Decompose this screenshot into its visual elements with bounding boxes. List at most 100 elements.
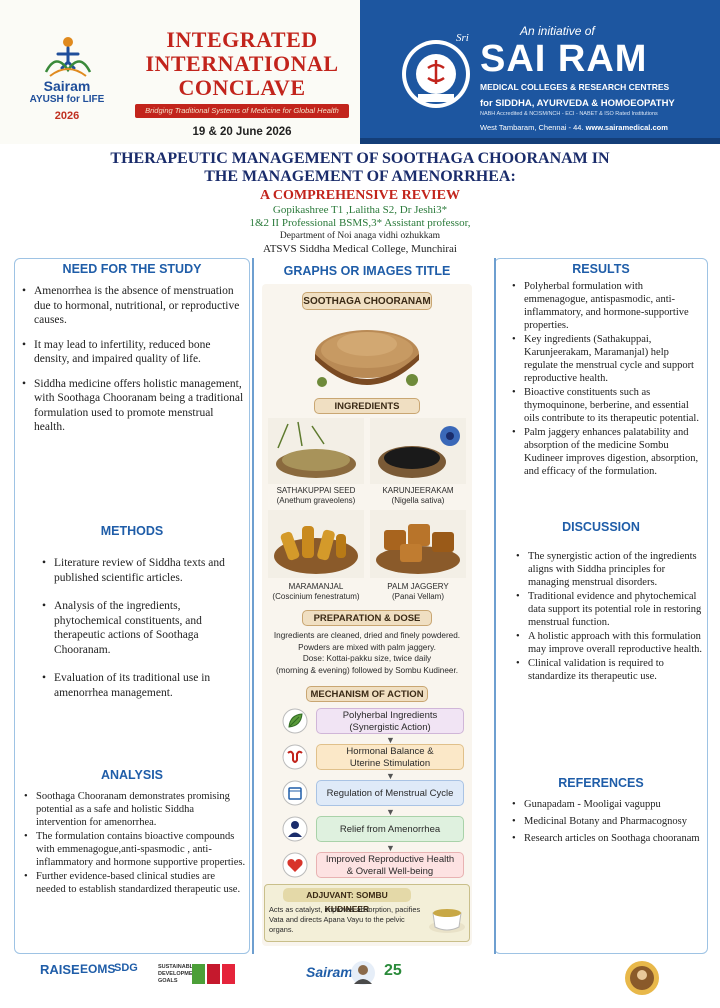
website-link[interactable]: www.sairamedical.com (585, 123, 668, 132)
adjuvant-box: ADJUVANT: SOMBU KUDINEER Acts as catalys… (264, 884, 470, 942)
discussion-item: Traditional evidence and phytochemical d… (516, 590, 704, 629)
right-divider (494, 258, 496, 954)
mechanism-step-label: Regulation of Menstrual Cycle (326, 788, 454, 799)
results-item: Palm jaggery enhances palatability and a… (512, 426, 704, 478)
arrow-down-icon: ▼ (386, 843, 395, 853)
methods-item: Evaluation of its traditional use in ame… (42, 671, 244, 700)
heart-icon (282, 852, 308, 878)
sathakuppai-seed-icon (268, 418, 364, 484)
institution-line1: MEDICAL COLLEGES & RESEARCH CENTRES (480, 82, 670, 92)
conclave-date: 19 & 20 June 2026 (192, 126, 292, 138)
methods-heading: METHODS (100, 524, 164, 538)
ingredient-4-latin: (Panai Vellam) (391, 592, 445, 601)
need-heading: NEED FOR THE STUDY (62, 262, 202, 276)
conclave-title: INTEGRATED INTERNATIONAL CONCLAVE Bridgi… (124, 28, 360, 138)
ingredient-2-caption: KARUNJEERAKAM (Nigella sativa) (368, 486, 468, 506)
analysis-item: Further evidence-based clinical studies … (24, 870, 246, 896)
anniversary-25-logo: 25 (384, 962, 402, 979)
prep-title: PREPARATION & DOSE (302, 610, 432, 626)
sdg-goals-logo: SUSTAINABLE DEVELOPMENT GOALS (158, 964, 200, 984)
graphs-heading: GRAPHS OR IMAGES TITLE (283, 264, 451, 278)
tea-cup-icon (429, 909, 465, 933)
ingredient-3-name: MARAMANJAL (288, 582, 344, 591)
results-item: Key ingredients (Sathakuppai, Karunjeera… (512, 333, 704, 385)
discussion-item: Clinical validation is required to stand… (516, 657, 704, 683)
ingredient-2-name: KARUNJEERAKAM (382, 486, 454, 495)
results-heading: RESULTS (572, 262, 630, 276)
sdg-tile-icon (207, 964, 220, 984)
discussion-item: The synergistic action of the ingredient… (516, 550, 704, 589)
ingredient-4-name: PALM JAGGERY (387, 582, 449, 591)
results-item: Bioactive constituents such as thymoquin… (512, 386, 704, 425)
sdg-icons (192, 964, 236, 984)
discussion-heading: DISCUSSION (562, 520, 640, 534)
ayush-logo: Sairam AYUSH for LIFE 2026 (8, 18, 126, 130)
reference-item: Gunapadam - Mooligai vaguppu (512, 798, 704, 811)
mechanism-step-box: Hormonal Balance & Uterine Stimulation (316, 744, 464, 770)
affiliation-line2: Department of Noi anaga vidhi ozhukkam (279, 231, 441, 241)
emblem-seal-icon (625, 961, 659, 995)
poster-title-line1: THERAPEUTIC MANAGEMENT OF SOOTHAGA CHOOR… (110, 150, 610, 167)
sairam-seal-icon (402, 40, 470, 108)
address-text: West Tambaram, Chennai - 44. (480, 123, 584, 132)
mechanism-step-box: Polyherbal Ingredients (Synergistic Acti… (316, 708, 464, 734)
prep-text: Ingredients are cleaned, dried and finel… (264, 630, 470, 676)
powder-bowl-icon (315, 330, 419, 387)
sdg-logo: SDG (114, 962, 138, 974)
mechanism-step-box: Regulation of Menstrual Cycle (316, 780, 464, 806)
mechanism-step-sublabel: & Overall Well-being (346, 866, 434, 877)
raise-logo: RAISE (40, 962, 80, 977)
left-divider (252, 258, 254, 954)
institution-name: SAI RAM (480, 38, 648, 80)
conclave-line3: CONCLAVE (178, 75, 306, 100)
methods-item: Analysis of the ingredients, phytochemic… (42, 599, 244, 657)
analysis-heading: ANALYSIS (100, 768, 164, 782)
mechanism-step-label: Polyherbal Ingredients (342, 710, 438, 721)
methods-item: Literature review of Siddha texts and pu… (42, 556, 244, 585)
prep-line: Powders are mixed with palm jaggery. (298, 642, 436, 652)
calendar-icon (282, 780, 308, 806)
leaf-icon (282, 708, 308, 734)
eoms-logo: EOMS (80, 962, 116, 976)
institution-line2: for SIDDHA, AYURVEDA & HOMOEOPATHY (480, 98, 675, 109)
poster-title-line2: THE MANAGEMENT OF AMENORRHEA: (204, 168, 516, 185)
results-item: Polyherbal formulation with emmenagogue,… (512, 280, 704, 332)
mechanism-step-box: Improved Reproductive Health & Overall W… (316, 852, 464, 878)
need-list: Amenorrhea is the absence of menstruatio… (22, 284, 244, 445)
ingredient-3-latin: (Coscinium fenestratum) (272, 592, 360, 601)
prep-line: (morning & evening) followed by Sombu Ku… (275, 665, 459, 675)
mechanism-step-sublabel: Uterine Stimulation (349, 758, 431, 769)
arrow-down-icon: ▼ (386, 807, 395, 817)
karunjeerakam-seed-icon (370, 418, 466, 484)
references-heading: REFERENCES (558, 776, 644, 790)
uterus-icon (282, 744, 308, 770)
college-name: ATSVS Siddha Medical College, Munchirai (262, 243, 457, 255)
initiative-text: An initiative of (520, 24, 595, 38)
conclave-line2: INTERNATIONAL (145, 51, 339, 76)
conclave-tagline: Bridging Traditional Systems of Medicine… (135, 104, 349, 118)
discussion-list: The synergistic action of the ingredient… (516, 550, 704, 684)
maramanjal-icon (268, 510, 364, 578)
mechanism-step-sublabel: (Synergistic Action) (349, 722, 431, 733)
mechanism-step-label: Hormonal Balance & (346, 746, 434, 757)
reference-item: Medicinal Botany and Pharmacognosy (512, 815, 704, 828)
institution-address: West Tambaram, Chennai - 44. www.sairame… (480, 123, 668, 132)
ingredients-title: INGREDIENTS (314, 398, 420, 414)
ayush-brand: Sairam (43, 78, 91, 94)
adjuvant-text: Acts as catalyst, improves absorption, p… (269, 905, 421, 934)
ingredient-1-name: SATHAKUPPAI SEED (276, 486, 356, 495)
prep-line: Ingredients are cleaned, dried and finel… (273, 631, 461, 640)
poster-title-block: THERAPEUTIC MANAGEMENT OF SOOTHAGA CHOOR… (60, 150, 660, 256)
analysis-list: Soothaga Chooranam demonstrates promisin… (24, 790, 246, 897)
references-list: Gunapadam - Mooligai vaguppu Medicinal B… (512, 798, 704, 846)
adjuvant-title: ADJUVANT: SOMBU KUDINEER (283, 888, 411, 914)
ayush-year: 2026 (54, 110, 80, 122)
mechanism-step-label: Improved Reproductive Health (325, 854, 455, 865)
authors: Gopikashree T1 ,Lalitha S2, Dr Jeshi3* (272, 204, 448, 216)
sdg-tile-icon (192, 964, 205, 984)
results-list: Polyherbal formulation with emmenagogue,… (512, 280, 704, 479)
conclave-line1: INTEGRATED (166, 27, 318, 52)
analysis-item: The formulation contains bioactive compo… (24, 830, 246, 869)
ingredient-1-latin: (Anethum graveolens) (276, 496, 356, 505)
product-title: SOOTHAGA CHOORANAM (302, 292, 432, 310)
